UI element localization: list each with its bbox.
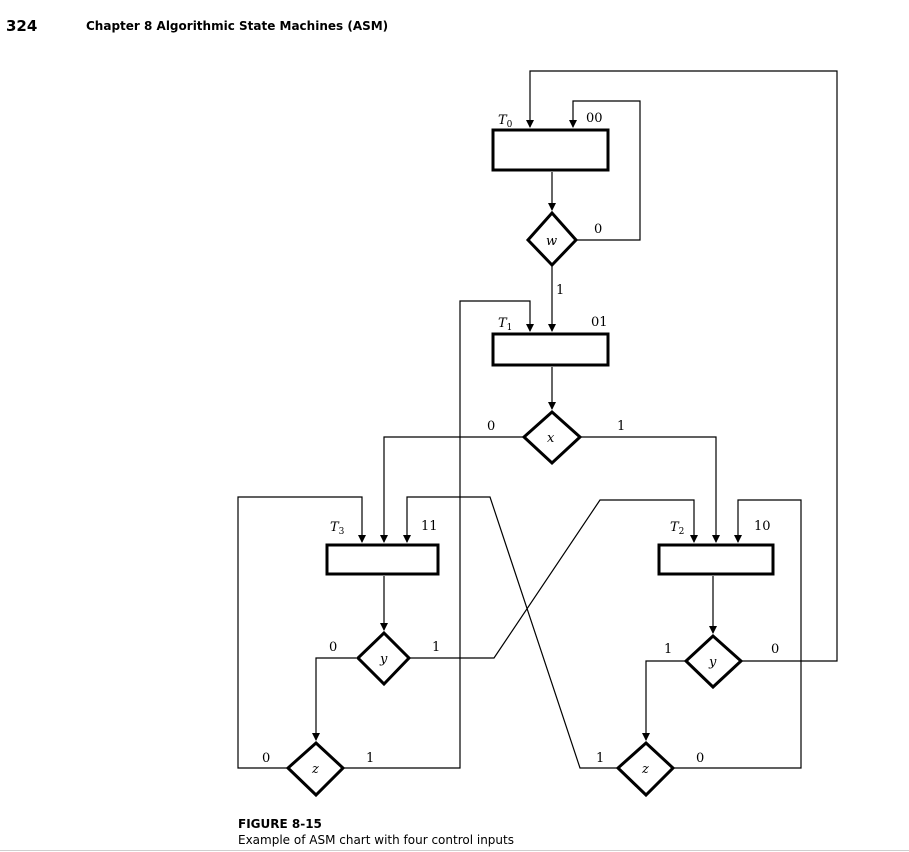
- decision-diamond-w: [525, 210, 579, 268]
- state-box-t3: [325, 543, 440, 576]
- state-box-t0: [491, 128, 610, 172]
- flow-line-z2-to-t3: [403, 496, 618, 769]
- branch-label-y-left-0: 0: [329, 640, 337, 655]
- state-name-t3: T3: [330, 520, 345, 537]
- decision-diamond-z-left: [285, 740, 346, 798]
- flow-line-x1-to-t2: [580, 436, 720, 543]
- branch-label-y-right-1: 1: [664, 642, 672, 657]
- page-header: 324 Chapter 8 Algorithmic State Machines…: [0, 0, 909, 40]
- figure-caption-title: FIGURE 8-15: [238, 817, 322, 831]
- branch-label-w-no: 0: [594, 222, 602, 237]
- flow-line-z3-to-t1: [343, 300, 534, 769]
- decision-var-z-left: z: [311, 762, 319, 777]
- state-code-t2: 10: [754, 519, 771, 534]
- branch-label-z-left-1: 1: [366, 751, 374, 766]
- flow-line-y3-to-z3: [312, 657, 356, 741]
- branch-label-z-right-1: 1: [596, 751, 604, 766]
- flow-line-z2-to-t2: [673, 499, 802, 769]
- figure-caption-text: Example of ASM chart with four control i…: [238, 833, 514, 847]
- flow-line-y3-to-t2: [409, 499, 698, 659]
- decision-diamond-y-right: [683, 633, 744, 690]
- flow-line-y2-to-z2: [642, 660, 686, 741]
- page-divider: [0, 850, 909, 851]
- branch-label-w-yes: 1: [556, 283, 564, 298]
- state-code-t3: 11: [421, 519, 438, 534]
- state-name-t2: T2: [670, 520, 684, 537]
- flow-line-y2-to-t0: [526, 70, 838, 662]
- decision-diamond-z-right: [615, 740, 676, 798]
- decision-var-w: w: [546, 234, 557, 249]
- branch-label-y-left-1: 1: [432, 640, 440, 655]
- decision-diamond-y-left: [355, 630, 412, 687]
- state-name-t1: T1: [498, 316, 512, 333]
- state-box-t1: [491, 332, 610, 367]
- branch-label-y-right-0: 0: [771, 642, 779, 657]
- state-name-t0: T0: [498, 113, 513, 130]
- flow-line-z3-to-t3: [237, 496, 366, 769]
- decision-var-x: x: [547, 431, 555, 446]
- state-code-t0: 00: [586, 111, 603, 126]
- flow-line-x0-to-t3: [380, 436, 524, 543]
- decision-var-y-left: y: [379, 652, 388, 667]
- decision-diamond-x: [521, 409, 583, 466]
- branch-label-x-left: 0: [487, 419, 495, 434]
- state-box-t2: [657, 543, 775, 576]
- branch-label-z-left-0: 0: [262, 751, 270, 766]
- state-code-t1: 01: [591, 315, 608, 330]
- branch-label-z-right-0: 0: [696, 751, 704, 766]
- decision-var-z-right: z: [641, 762, 649, 777]
- branch-label-x-right: 1: [617, 419, 625, 434]
- flow-line-w0-loop: [569, 100, 641, 241]
- decision-var-y-right: y: [708, 655, 717, 670]
- page-number: 324: [6, 17, 38, 35]
- chapter-title: Chapter 8 Algorithmic State Machines (AS…: [86, 19, 389, 33]
